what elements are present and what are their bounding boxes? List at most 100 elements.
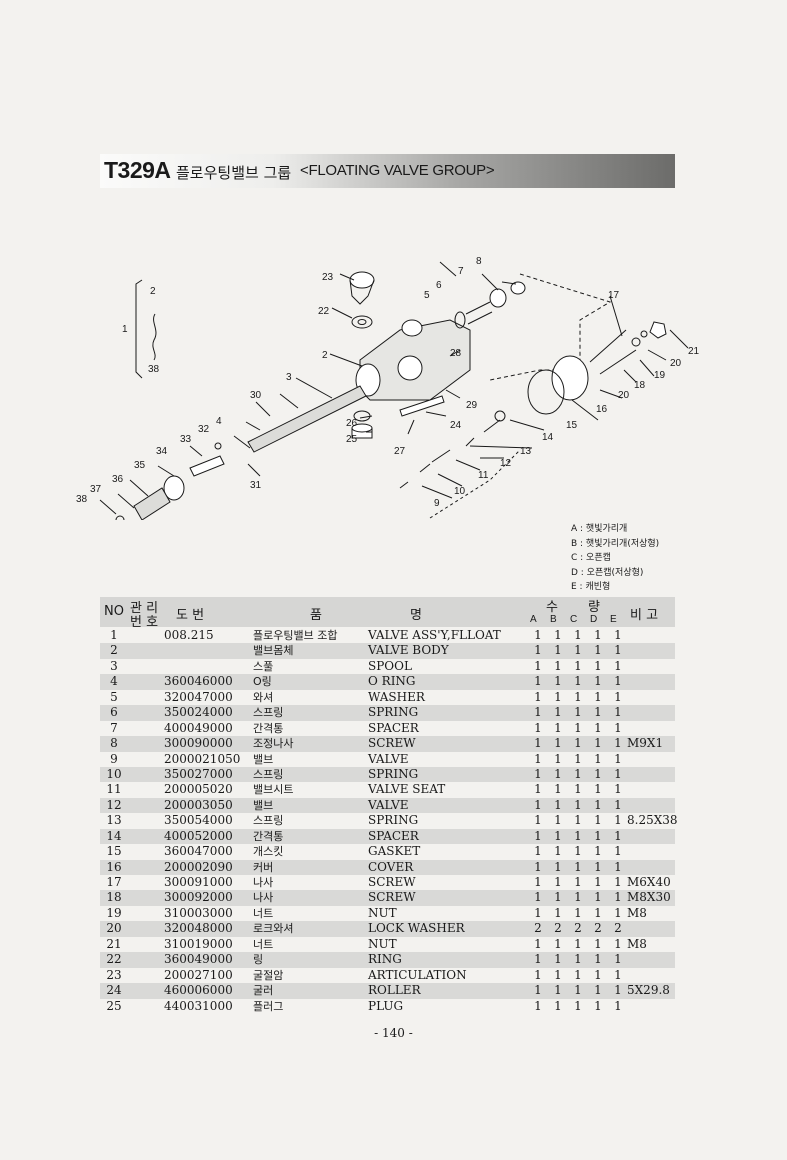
part-no: 2: [110, 643, 118, 658]
header-bar: [100, 154, 675, 188]
header-mgmt-bottom: 번 호: [130, 615, 159, 630]
quantity-cell: 1: [574, 797, 582, 812]
quantity-cell: 1: [534, 844, 542, 859]
part-name-korean: 나사: [253, 876, 274, 889]
drawing-number: 008.215: [164, 628, 214, 642]
callout-label: 32: [198, 424, 210, 435]
header-remarks: 비 고: [630, 608, 659, 623]
part-name-english: VALVE: [368, 751, 409, 766]
quantity-cell: 1: [534, 766, 542, 781]
quantity-cell: 1: [594, 658, 602, 673]
part-no: 14: [106, 828, 122, 843]
header-qty-col: C: [570, 614, 578, 625]
part-name-english: SCREW: [368, 875, 416, 889]
callout-label: 6: [436, 280, 442, 291]
screw-17: [589, 329, 627, 363]
quantity-cell: 1: [554, 705, 562, 720]
quantity-cell: 1: [614, 705, 622, 720]
part-name-korean: 밸브: [253, 752, 274, 766]
valve-body-bore: [397, 355, 423, 381]
callout-label: 22: [318, 306, 330, 317]
part-no: 22: [106, 952, 122, 967]
quantity-cell: 1: [554, 967, 562, 982]
quantity-cell: 1: [534, 751, 542, 766]
remarks: M8: [627, 936, 647, 951]
drawing-number: 200003050: [164, 797, 233, 812]
header-qty-col: A: [530, 614, 537, 625]
quantity-cell: 1: [554, 674, 562, 689]
part-no: 5: [110, 689, 118, 704]
o-ring-4: [214, 442, 222, 450]
quantity-cell: 1: [574, 983, 582, 998]
quantity-cell: 1: [614, 998, 622, 1013]
part-no: 19: [106, 905, 122, 920]
quantity-cell: 1: [574, 859, 582, 874]
quantity-cell: 1: [614, 689, 622, 704]
quantity-cell: 1: [594, 751, 602, 766]
part-no: 23: [106, 967, 122, 982]
part-name-korean: 스프링: [253, 706, 284, 720]
quantity-cell: 1: [554, 998, 562, 1013]
quantity-cell: 2: [594, 921, 602, 936]
quantity-cell: 1: [534, 736, 542, 751]
callout-label: 14: [542, 432, 554, 443]
quantity-cell: 1: [614, 813, 622, 828]
nut-19: [631, 337, 641, 347]
part-name-english: VALVE: [368, 797, 409, 812]
part-name-english: SPOOL: [368, 658, 412, 673]
quantity-cell: 1: [594, 813, 602, 828]
remarks: 8.25X38: [627, 813, 678, 828]
drawing-number: 310019000: [164, 936, 233, 951]
quantity-cell: 1: [574, 643, 582, 658]
part-name-korean: 밸브시트: [253, 783, 294, 797]
quantity-cell: 1: [614, 844, 622, 859]
part-name-english: SPRING: [368, 766, 419, 781]
part-no: 17: [106, 875, 122, 889]
quantity-cell: 1: [594, 875, 602, 889]
part-name-korean: 와셔: [253, 690, 274, 704]
part-no: 3: [110, 658, 118, 673]
quantity-cell: 1: [574, 967, 582, 982]
quantity-cell: 1: [534, 813, 542, 828]
quantity-cell: 1: [594, 736, 602, 751]
remarks: M8X30: [627, 890, 671, 905]
part-name-english: RING: [368, 952, 402, 967]
quantity-cell: 1: [594, 797, 602, 812]
quantity-cell: 1: [614, 643, 622, 658]
part-name-korean: 밸브몸체: [253, 644, 294, 658]
drawing-number: 440031000: [164, 998, 233, 1013]
callout-label: 5: [424, 290, 430, 301]
cover: [551, 355, 589, 401]
callout-label: 7: [458, 266, 464, 277]
quantity-cell: 1: [554, 628, 562, 642]
quantity-cell: 1: [594, 844, 602, 859]
quantity-cell: 1: [574, 658, 582, 673]
callout-label: 26: [346, 418, 358, 429]
quantity-cell: 1: [614, 658, 622, 673]
header-drawing-no: 도 번: [176, 608, 205, 623]
legend-item: B : 햇빛가리개(저상형): [571, 538, 660, 549]
drawing-number: 360047000: [164, 844, 233, 859]
legend-item: E : 캐빈형: [571, 582, 611, 592]
part-no: 9: [110, 751, 118, 766]
drawing-number: 400052000: [164, 828, 233, 843]
part-no: 4: [110, 674, 118, 689]
drawing-number: 400049000: [164, 720, 233, 735]
quantity-cell: 1: [594, 890, 602, 905]
lock-washer-20: [640, 330, 648, 338]
nut-21: [649, 321, 667, 339]
part-name-english: ROLLER: [368, 983, 421, 998]
quantity-cell: 1: [574, 844, 582, 859]
exploded-parts-diagram: 2 1 38 2 3 4 5 6 7 8 9 10 11 12 13 14 15…: [76, 256, 700, 520]
callout-label: 15: [566, 420, 578, 431]
quantity-cell: 1: [614, 751, 622, 766]
part-name-korean: 간격통: [253, 721, 284, 735]
quantity-cell: 1: [554, 797, 562, 812]
